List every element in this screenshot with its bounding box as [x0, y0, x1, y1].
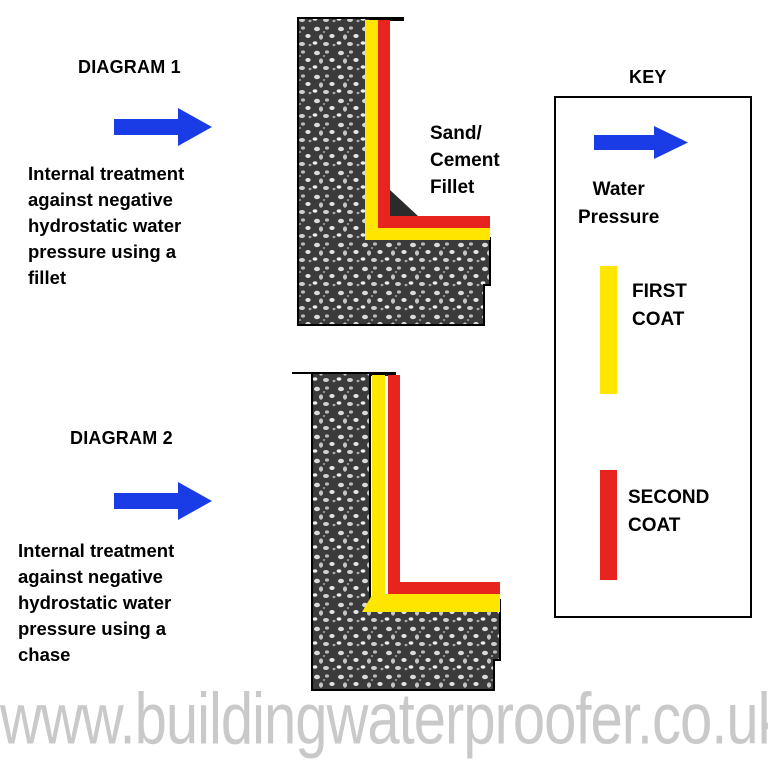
- diagram2-second-coat: [388, 375, 400, 583]
- arrow-right-icon: [114, 482, 212, 520]
- diagram1-second-coat: [378, 20, 390, 227]
- watermark-url: www.buildingwaterproofer.co.uk: [0, 678, 768, 760]
- diagram1-description: Internal treatment against negative hydr…: [28, 163, 185, 288]
- key-first-coat-swatch: [600, 266, 617, 394]
- arrow-right-icon: [114, 108, 212, 146]
- key-first-coat-label: FIRST COAT: [632, 281, 687, 330]
- diagram2-title: DIAGRAM 2: [70, 428, 173, 448]
- diagram1-section: [297, 17, 491, 326]
- diagram1-fillet: [390, 190, 418, 216]
- diagram2-first-coat-floor: [380, 594, 500, 606]
- diagram1-second-coat-floor: [378, 216, 490, 228]
- arrow-right-icon: [594, 126, 688, 159]
- diagram1-first-coat: [365, 20, 378, 238]
- diagram2-second-coat-floor: [388, 582, 500, 594]
- diagram2-description: Internal treatment against negative hydr…: [18, 540, 175, 665]
- key-water-pressure: Water Pressure: [578, 179, 660, 228]
- key-box: Water Pressure FIRST COAT SECOND COAT: [554, 96, 752, 618]
- diagram1-title: DIAGRAM 1: [78, 57, 181, 77]
- diagram1-first-coat-floor: [365, 227, 490, 240]
- fillet-label: Sand/ Cement Fillet: [430, 123, 500, 198]
- diagram2-first-coat: [372, 375, 385, 597]
- key-second-coat-label: SECOND COAT: [628, 487, 710, 536]
- diagram2-section: [292, 372, 501, 691]
- key-second-coat-swatch: [600, 470, 617, 580]
- key-title: KEY: [629, 67, 667, 87]
